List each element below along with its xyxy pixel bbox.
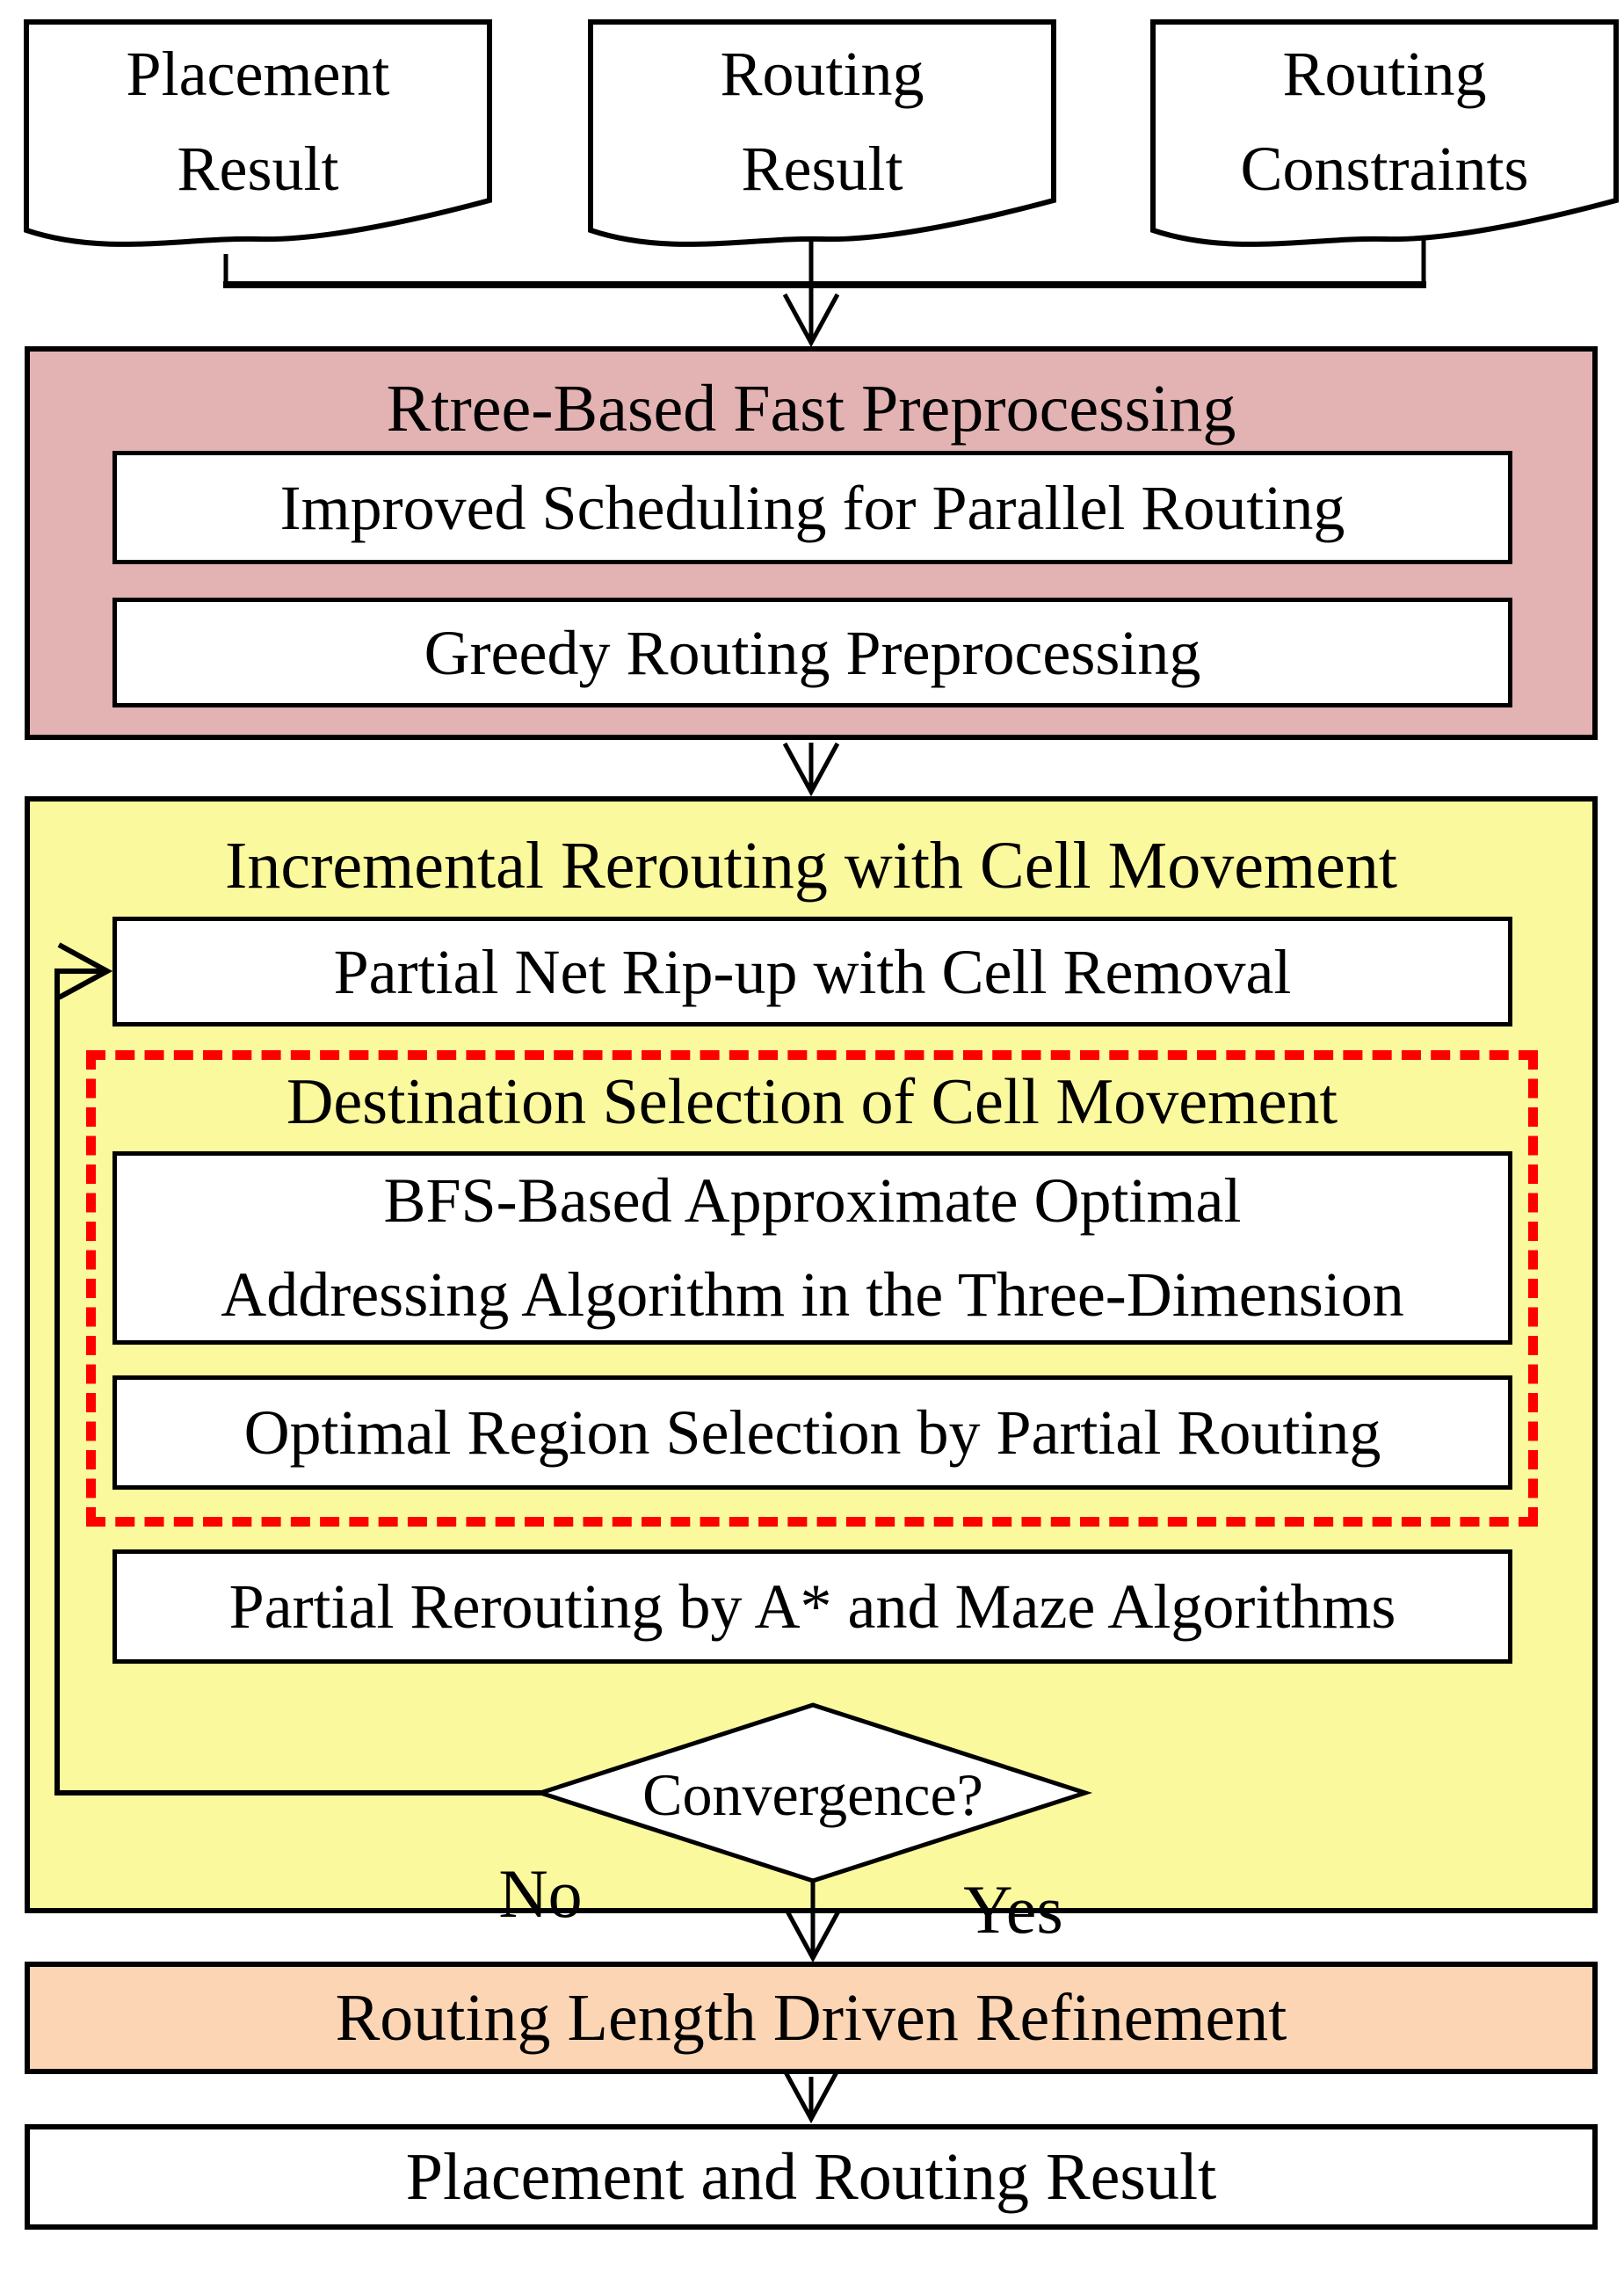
decision-label-convergence: Convergence?	[642, 1760, 983, 1828]
arrowhead-refinement-to-output	[782, 2069, 840, 2124]
bfs-label-line1: BFS-Based Approximate Optimal	[383, 1165, 1242, 1237]
bfs-label-line2: Addressing Algorithm in the Three-Dimens…	[221, 1259, 1404, 1330]
output-result-box	[25, 2124, 1598, 2230]
preprocessing-stage-title: Rtree-Based Fast Preprocessing	[386, 372, 1236, 446]
input-doc-placement-result: Placement Result	[26, 35, 489, 207]
step-box-improved-scheduling	[112, 451, 1512, 564]
decision-branch-no-label: No	[498, 1855, 583, 1933]
step-box-greedy-preprocessing	[112, 598, 1512, 707]
doc-label-line: Result	[177, 133, 339, 204]
doc-label-line: Constraints	[1240, 133, 1529, 204]
step-label-optimal-region: Optimal Region Selection by Partial Rout…	[243, 1397, 1381, 1468]
doc-label-line: Routing	[720, 38, 924, 109]
step-label-partial-rerouting: Partial Rerouting by A* and Maze Algorit…	[228, 1571, 1396, 1642]
input-doc-routing-constraints: Routing Constraints	[1153, 35, 1616, 207]
incremental-stage-title: Incremental Rerouting with Cell Movement	[225, 828, 1397, 903]
step-label-partial-ripup: Partial Net Rip-up with Cell Removal	[333, 936, 1292, 1007]
doc-label-line: Placement	[126, 38, 390, 109]
doc-label-line: Routing	[1282, 38, 1487, 109]
arrowhead-preprocessing-to-incremental	[782, 742, 840, 797]
input-doc-routing-result: Routing Result	[591, 35, 1054, 207]
step-label-bfs-addressing: BFS-Based Approximate Optimal Addressing…	[112, 1151, 1512, 1345]
output-result-title: Placement and Routing Result	[405, 2139, 1217, 2214]
refinement-stage-title: Routing Length Driven Refinement	[335, 1980, 1287, 2055]
step-label-greedy-preprocessing: Greedy Routing Preprocessing	[424, 617, 1201, 688]
destination-selection-title: Destination Selection of Cell Movement	[286, 1066, 1338, 1139]
arrowhead-incremental-to-refinement	[784, 1908, 842, 1963]
doc-label-line: Result	[741, 133, 903, 204]
step-label-improved-scheduling: Improved Scheduling for Parallel Routing	[279, 472, 1345, 543]
arrowhead-inputs-to-preprocessing	[782, 293, 840, 348]
decision-branch-yes-label: Yes	[963, 1871, 1063, 1948]
